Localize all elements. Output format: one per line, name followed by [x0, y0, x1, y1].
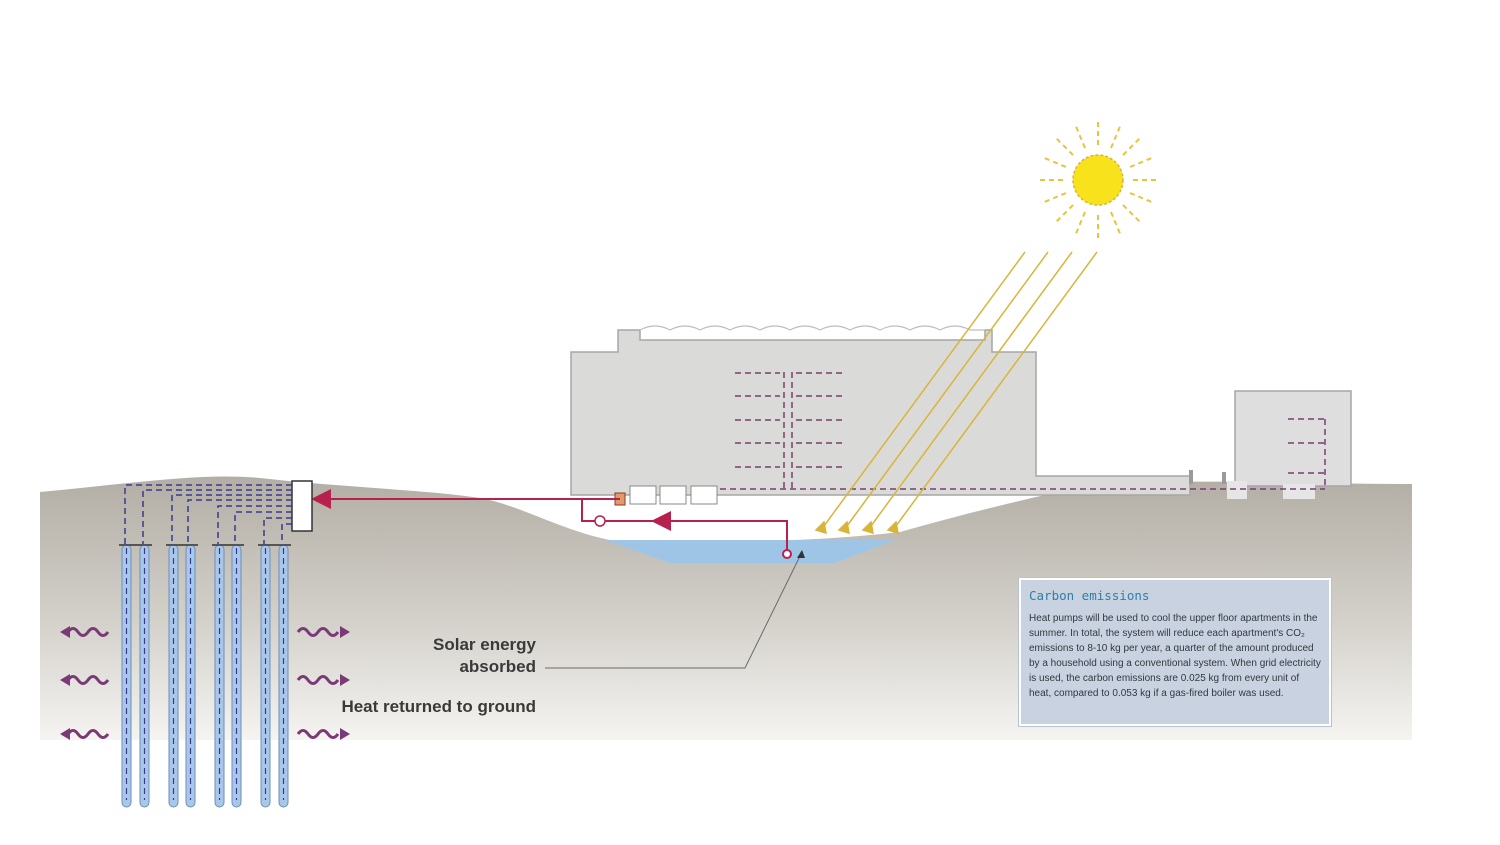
heat-wave-arrow-icon: [296, 674, 350, 686]
solar-label-leader: [545, 550, 805, 669]
borehole-loop-pipes: [124, 484, 292, 545]
boreholes: [119, 544, 291, 808]
small-building: [1189, 390, 1352, 499]
borehole: [121, 544, 289, 808]
carbon-emissions-info-box: Carbon emissions Heat pumps will be used…: [1019, 578, 1331, 726]
interior-pipes: [720, 372, 1326, 490]
heat-wave-arrow-icon: [60, 626, 110, 638]
manifold-box: [291, 480, 313, 532]
pond-inlet: [782, 549, 792, 559]
sunlight-beams: [814, 251, 1098, 535]
heat-returned-label: Heat returned to ground: [341, 697, 536, 716]
heat-wave-arrow-icon: [60, 674, 110, 686]
heat-wave-arrows: [60, 626, 350, 740]
plant-room-units: [614, 485, 718, 506]
pump-icon: [594, 515, 606, 527]
flow-pipes: [311, 489, 788, 552]
heat-wave-arrow-icon: [60, 728, 110, 740]
info-box-title: Carbon emissions: [1029, 588, 1150, 603]
heat-wave-arrow-icon: [296, 626, 350, 638]
main-building: [570, 325, 1191, 496]
info-box-body: Heat pumps will be used to cool the uppe…: [1029, 613, 1321, 699]
pond: [605, 540, 895, 563]
sun-icon: [1036, 118, 1160, 242]
heat-wave-arrow-icon: [296, 728, 350, 740]
